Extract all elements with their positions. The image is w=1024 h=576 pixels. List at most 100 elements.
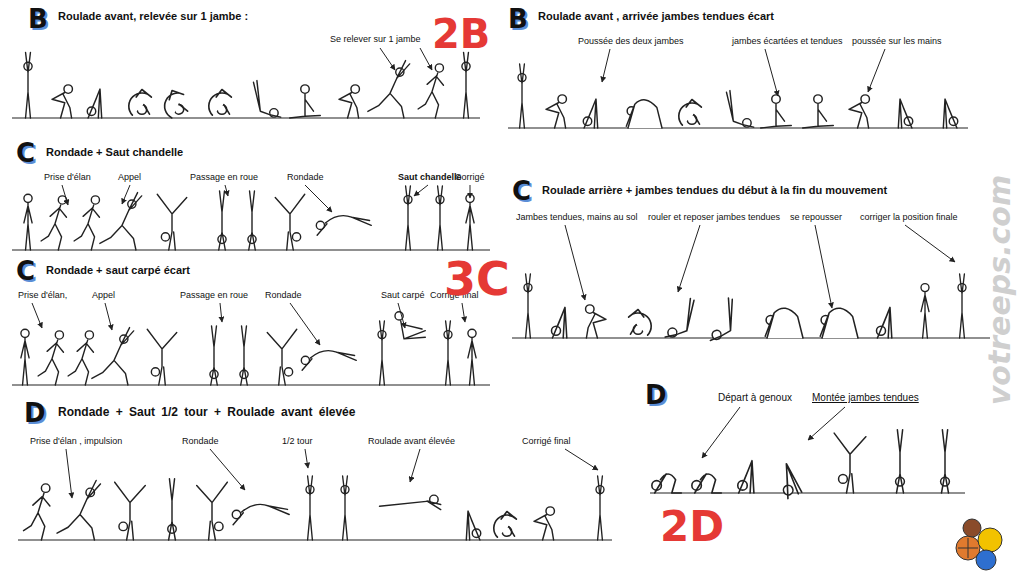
figure-part (52, 85, 72, 118)
figure-part (462, 303, 465, 322)
step-note: corriger la position finale (860, 212, 958, 222)
section-letter: D (645, 382, 667, 408)
figure-part (380, 48, 395, 70)
figure-part (583, 99, 597, 128)
figure-part (41, 196, 66, 250)
figure-part (834, 433, 866, 493)
figure-part (305, 185, 332, 212)
figure-part (368, 61, 410, 118)
figure-part (976, 550, 996, 570)
figure-part (218, 191, 226, 250)
step-note: Appel (118, 172, 141, 182)
figure-part (773, 463, 801, 499)
section-letter: D (24, 400, 46, 426)
figure-part (704, 297, 739, 340)
figure-part (808, 407, 845, 440)
watermark: votreeps.com (985, 175, 1015, 405)
figure-part (898, 99, 912, 128)
figure-part (290, 303, 320, 345)
exercise-title: Roulade arrière + jambes tendues du débu… (542, 184, 887, 197)
figure-part (12, 118, 990, 540)
section-letter: B (28, 6, 48, 32)
figure-part (24, 484, 50, 540)
level-tag: 3C (444, 256, 510, 302)
figure-part (378, 321, 386, 385)
section-letter: C (16, 258, 35, 284)
figure-part (316, 216, 371, 236)
figure-part (197, 482, 228, 540)
figure-part (436, 186, 444, 250)
figure-part (32, 303, 42, 328)
gymnast-figures (21, 52, 966, 540)
step-note: se repousser (790, 212, 842, 222)
exercise-title: Rondade + Saut chandelle (46, 146, 183, 159)
figure-part (692, 474, 721, 493)
figure-part (466, 511, 480, 540)
figure-part (896, 430, 905, 493)
figure-part (820, 308, 858, 338)
step-note: poussée sur les mains (852, 36, 942, 46)
figure-part (468, 329, 476, 385)
step-note: Roulade avant élevée (368, 436, 455, 446)
figure-part (652, 474, 681, 493)
figure-part (209, 90, 232, 116)
figure-part (958, 538, 978, 558)
figure-part (147, 329, 177, 385)
figure-part (414, 185, 428, 196)
figure-part (157, 194, 187, 250)
figure-part (565, 225, 585, 300)
step-note: Passage en roue (180, 290, 248, 300)
figure-part (678, 225, 700, 292)
leader-lines (32, 48, 955, 498)
figure-part (418, 64, 443, 118)
figure-part (57, 481, 100, 541)
figure-part (267, 329, 297, 385)
step-note: Passage en roue (190, 172, 258, 182)
step-note: Appel (92, 290, 115, 300)
figure-part (702, 407, 740, 458)
figure-part (905, 225, 955, 262)
figure-part (444, 321, 452, 385)
figure-part (306, 476, 314, 540)
figure-part (941, 430, 950, 493)
figure-part (380, 495, 441, 509)
figure-part (765, 49, 778, 96)
step-note: Saut carpé (381, 290, 425, 300)
step-note: Corrigé (455, 172, 485, 182)
figure-part (62, 185, 68, 205)
figure-part (596, 476, 604, 540)
figure-part (100, 193, 142, 250)
figure-part (815, 225, 832, 308)
figure-part (395, 312, 425, 339)
figure-part (978, 528, 1002, 552)
exercise-title: Rondade + Saut 1/2 tour + Roulade avant … (58, 406, 355, 420)
figure-part (21, 329, 29, 385)
figure-part (470, 185, 471, 198)
exercise-title: Roulade avant , arrivée jambes tendues é… (538, 10, 774, 23)
figure-part (420, 48, 432, 70)
figure-part (129, 90, 152, 116)
figure-part (727, 91, 754, 128)
sports-balls-logo (956, 519, 1002, 570)
step-note: Saut chandelle (398, 172, 462, 182)
figure-part (665, 298, 694, 337)
step-note: Rondade (265, 290, 302, 300)
step-note: jambes écartées et tendues (732, 36, 843, 46)
figure-part (38, 331, 63, 385)
step-note: Corrigé final (522, 436, 571, 446)
figure-part (248, 191, 256, 250)
figure-part (466, 194, 474, 250)
figure-part (518, 64, 526, 128)
figure-part (410, 449, 420, 482)
section-letter: C (16, 140, 35, 166)
figure-part (803, 95, 834, 128)
figure-part (68, 331, 93, 385)
figure-part (546, 95, 566, 128)
step-note: Départ à genoux (718, 392, 792, 404)
section-letter: B (508, 6, 528, 32)
exercise-title: Roulade avant, relevée sur 1 jambe : (58, 10, 248, 23)
figure-part (92, 328, 134, 385)
figure-part (552, 307, 567, 338)
figure-part (565, 449, 598, 470)
